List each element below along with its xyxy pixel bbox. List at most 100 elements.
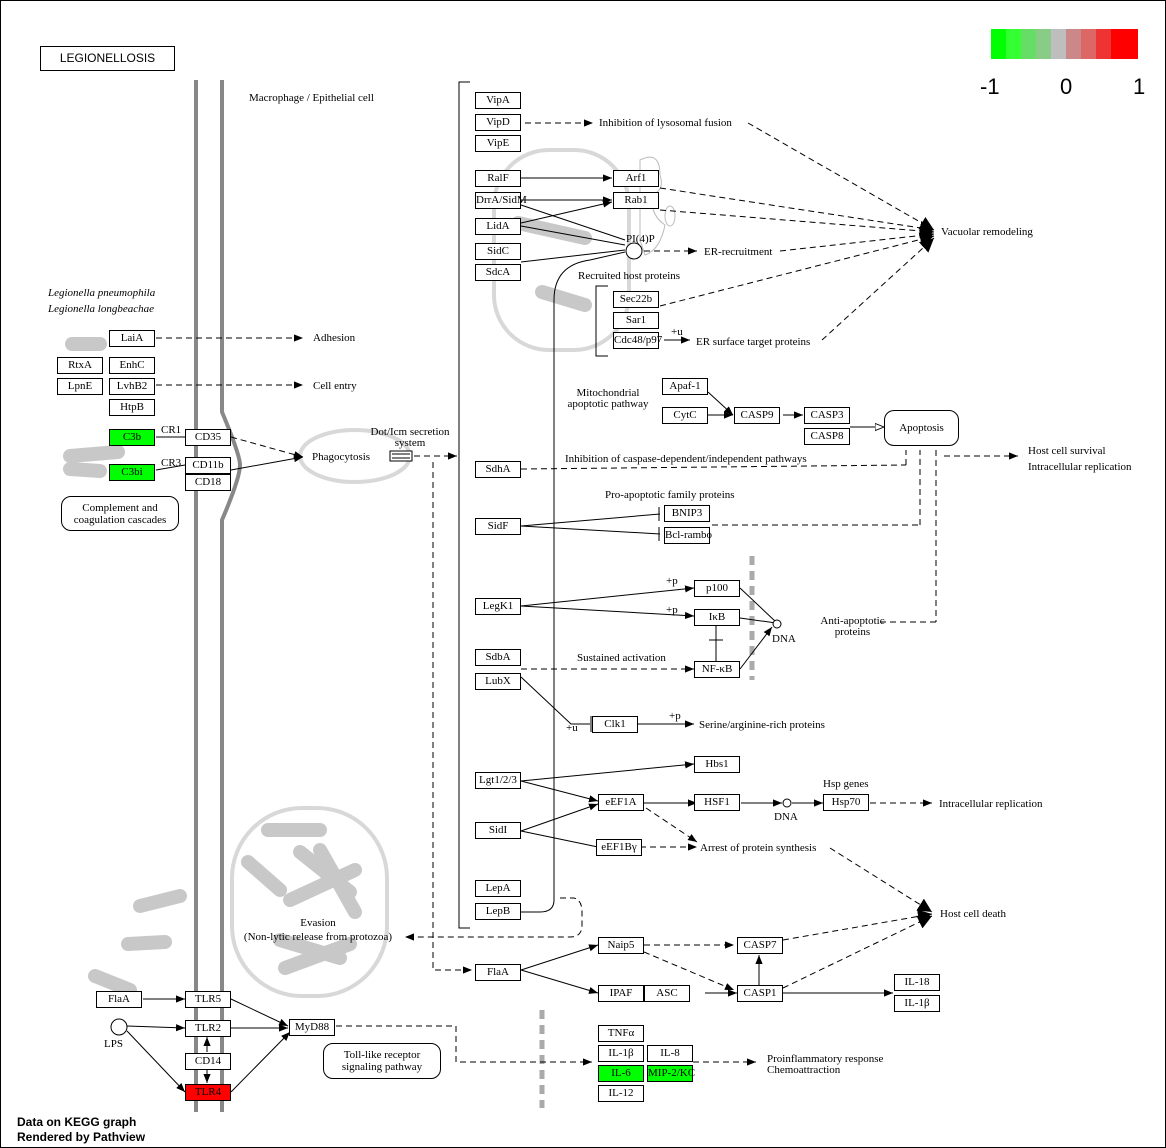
gene-eef1bg[interactable]: eEF1Bγ [596, 839, 642, 856]
gene-lepa[interactable]: LepA [475, 880, 521, 897]
gene-lepb[interactable]: LepB [475, 903, 521, 920]
gene-lvhb2[interactable]: LvhB2 [109, 378, 155, 395]
footer-line-2: Rendered by Pathview [17, 1130, 146, 1144]
gene-cd14[interactable]: CD14 [185, 1053, 231, 1070]
gene-ikb[interactable]: IκB [694, 609, 740, 626]
gene-rab1[interactable]: Rab1 [613, 192, 659, 209]
species-label: Legionella pneumophila [48, 287, 156, 299]
gene-p100[interactable]: p100 [694, 580, 740, 597]
map-link-apoptosis[interactable]: Apoptosis [884, 410, 959, 446]
gene-il1b[interactable]: IL-1β [598, 1045, 644, 1062]
gene-sar1[interactable]: Sar1 [613, 312, 659, 329]
gene-c3b[interactable]: C3b [109, 429, 155, 446]
gene-sdha[interactable]: SdhA [475, 461, 521, 478]
process-label: Phagocytosis [312, 451, 371, 463]
legend-swatch [1111, 29, 1138, 59]
gray-rods [63, 216, 592, 997]
gene-eef1a[interactable]: eEF1A [598, 794, 644, 811]
gene-vipe[interactable]: VipE [475, 135, 521, 152]
compound-label: DNA [772, 633, 796, 645]
process-label: Cell entry [313, 380, 357, 392]
process-label: Mitochondrial [576, 387, 640, 399]
gene-naip5[interactable]: Naip5 [598, 937, 644, 954]
gene-lubx[interactable]: LubX [475, 673, 521, 690]
legend-swatch [991, 29, 1006, 59]
gene-casp1[interactable]: CASP1 [737, 985, 783, 1002]
gene-sidc[interactable]: SidC [475, 243, 521, 260]
gene-mip2[interactable]: MIP-2/KC [647, 1065, 695, 1082]
gene-vipd[interactable]: VipD [475, 114, 521, 131]
process-label: Dot/Icm secretion [370, 426, 450, 438]
gene-cd11b[interactable]: CD11b [185, 457, 231, 474]
gene-cytc[interactable]: CytC [662, 407, 708, 424]
gene-lpne[interactable]: LpnE [57, 378, 103, 395]
outcome-label: Proinflammatory response [767, 1053, 884, 1065]
effector-bracket [458, 81, 470, 929]
outcome-label: Chemoattraction [767, 1064, 841, 1076]
modification-label: +p [666, 604, 678, 616]
gene-laia[interactable]: LaiA [109, 330, 155, 347]
gene-arf1[interactable]: Arf1 [613, 170, 659, 187]
gene-tlr4[interactable]: TLR4 [185, 1084, 231, 1101]
map-link-complement[interactable]: Complement and coagulation cascades [61, 496, 179, 531]
gene-ipaf[interactable]: IPAF [598, 985, 644, 1002]
gene-legk1[interactable]: LegK1 [475, 598, 521, 615]
gene-enhc[interactable]: EnhC [109, 357, 155, 374]
gene-lgt[interactable]: Lgt1/2/3 [475, 772, 521, 789]
gene-clk1[interactable]: Clk1 [592, 716, 638, 733]
legend-swatch [1081, 29, 1096, 59]
process-label: Sustained activation [577, 652, 666, 664]
gene-casp8[interactable]: CASP8 [804, 428, 850, 445]
gene-casp7[interactable]: CASP7 [737, 937, 783, 954]
gene-sdba[interactable]: SdbA [475, 649, 521, 666]
gene-sidi[interactable]: SidI [475, 822, 521, 839]
cell-membrane [194, 80, 243, 1112]
gene-casp9[interactable]: CASP9 [734, 407, 780, 424]
gene-tlr5[interactable]: TLR5 [185, 991, 231, 1008]
gene-bclrambo[interactable]: Bcl-rambo [664, 527, 712, 544]
gene-htpb[interactable]: HtpB [109, 399, 155, 416]
gene-tlr2[interactable]: TLR2 [185, 1020, 231, 1037]
process-label: Arrest of protein synthesis [700, 842, 817, 854]
gene-tnfa[interactable]: TNFα [598, 1025, 644, 1042]
gene-rtxa[interactable]: RtxA [57, 357, 103, 374]
gene-il8[interactable]: IL-8 [647, 1045, 693, 1062]
map-link-toll-like-receptor[interactable]: Toll-like receptor signaling pathway [323, 1043, 441, 1079]
gene-sidf[interactable]: SidF [475, 518, 521, 535]
gene-il18[interactable]: IL-18 [894, 974, 940, 991]
outcome-label: Intracellular replication [1028, 461, 1132, 473]
legend-swatch [1096, 29, 1111, 59]
gene-hsf1[interactable]: HSF1 [694, 794, 740, 811]
gene-cd18[interactable]: CD18 [185, 474, 231, 491]
compound-label: LPS [104, 1038, 123, 1050]
gene-lida[interactable]: LidA [475, 218, 521, 235]
gene-il12[interactable]: IL-12 [598, 1085, 644, 1102]
gene-hsp70[interactable]: Hsp70 [823, 794, 869, 811]
process-label: Adhesion [313, 332, 356, 344]
gene-cdc48[interactable]: Cdc48/p97 [613, 332, 662, 349]
gene-flaa[interactable]: FlaA [475, 964, 521, 981]
legend-swatch [1036, 29, 1051, 59]
legend-tick-max: 1 [1133, 74, 1146, 99]
gene-myd88[interactable]: MyD88 [289, 1019, 335, 1036]
gene-nfkb[interactable]: NF-κB [694, 661, 740, 678]
gene-vipa[interactable]: VipA [475, 92, 521, 109]
gene-apaf1[interactable]: Apaf-1 [662, 378, 708, 395]
gene-cd35[interactable]: CD35 [185, 429, 231, 446]
gene-casp3[interactable]: CASP3 [804, 407, 850, 424]
cell-label: Macrophage / Epithelial cell [249, 92, 374, 104]
gene-bnip3[interactable]: BNIP3 [664, 505, 710, 522]
gene-flaa[interactable]: FlaA [96, 991, 142, 1008]
gene-il6[interactable]: IL-6 [598, 1065, 644, 1082]
gene-c3bi[interactable]: C3bi [109, 464, 155, 481]
gene-drra[interactable]: DrrA/SidM [475, 192, 527, 209]
gene-il1b[interactable]: IL-1β [894, 995, 940, 1012]
gene-sdca[interactable]: SdcA [475, 264, 521, 281]
gene-ralf[interactable]: RalF [475, 170, 521, 187]
footer-line-1: Data on KEGG graph [17, 1115, 137, 1129]
gene-sec22b[interactable]: Sec22b [613, 291, 659, 308]
gene-asc[interactable]: ASC [644, 985, 690, 1002]
process-label: Vacuolar remodeling [941, 226, 1033, 238]
gene-hbs1[interactable]: Hbs1 [694, 756, 740, 773]
